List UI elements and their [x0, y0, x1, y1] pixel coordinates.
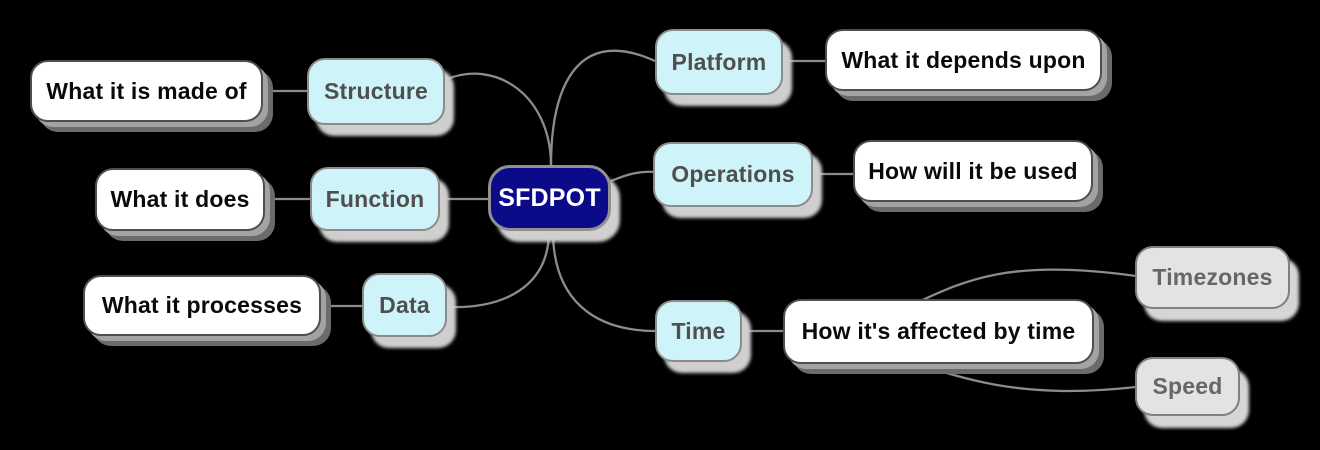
node-timezones[interactable]: Timezones	[1135, 246, 1290, 309]
connector-center-operations	[610, 170, 656, 183]
node-how-its-affected-by-time[interactable]: How it's affected by time	[783, 299, 1094, 364]
node-data[interactable]: Data	[362, 273, 447, 337]
node-what-it-depends-upon[interactable]: What it depends upon	[825, 29, 1102, 91]
node-what-it-processes[interactable]: What it processes	[83, 275, 321, 336]
node-structure[interactable]: Structure	[307, 58, 445, 125]
node-function[interactable]: Function	[310, 167, 440, 231]
node-operations[interactable]: Operations	[653, 142, 813, 207]
node-sfdpot-center[interactable]: SFDPOT	[488, 165, 611, 231]
node-what-it-does[interactable]: What it does	[95, 168, 265, 231]
connector-structure-center	[444, 72, 553, 167]
node-what-it-is-made-of[interactable]: What it is made of	[30, 60, 263, 122]
connector-center-time	[551, 230, 657, 333]
connector-center-platform	[549, 49, 656, 167]
node-platform[interactable]: Platform	[655, 29, 783, 95]
node-time[interactable]: Time	[655, 300, 742, 362]
connector-center-data	[446, 230, 551, 309]
node-speed[interactable]: Speed	[1135, 357, 1240, 416]
node-how-will-it-be-used[interactable]: How will it be used	[853, 140, 1093, 202]
